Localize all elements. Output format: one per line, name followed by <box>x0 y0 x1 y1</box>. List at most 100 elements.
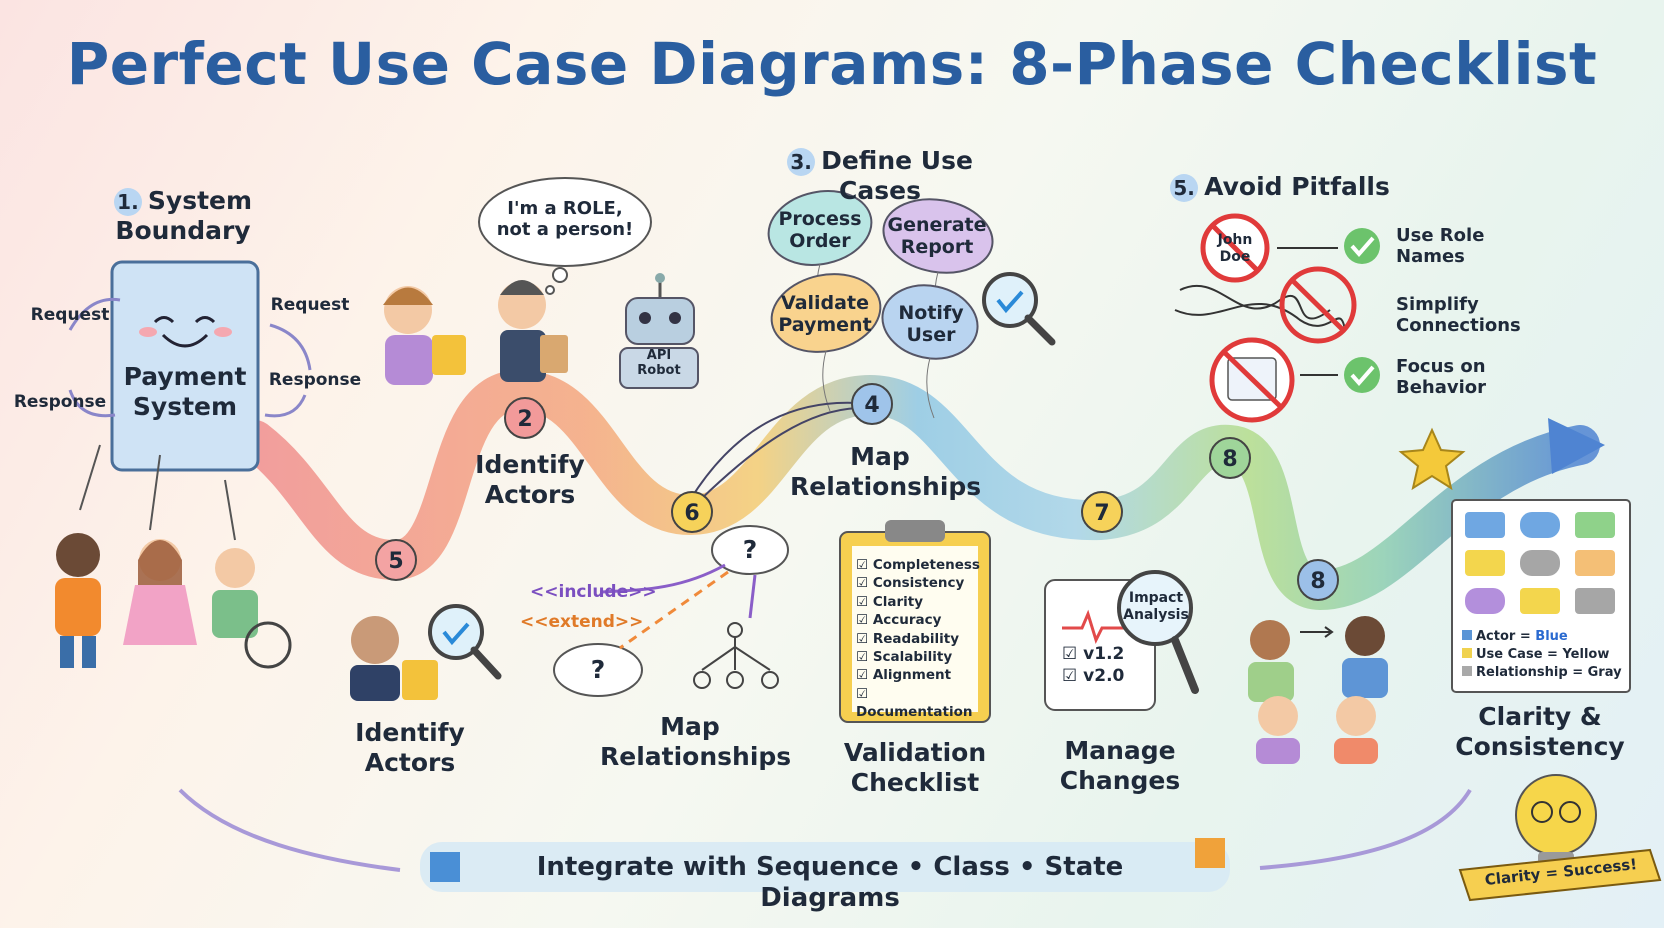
checklist-item: ☑ Readability <box>856 630 960 647</box>
validation-checklist-items: ☑ Completeness ☑ Consistency ☑ Clarity ☑… <box>856 556 980 722</box>
left-request-label: Request <box>30 305 110 325</box>
road-arrowhead <box>1548 418 1605 474</box>
balloon-string <box>822 350 831 412</box>
include-label: <<include>> <box>530 582 657 602</box>
legend-item-actor: Actor = Blue <box>1462 628 1628 646</box>
checklist-item: ☑ Accuracy <box>856 612 942 629</box>
magnifier-icon <box>982 272 1056 346</box>
phase5-number-badge: 5. <box>1170 174 1199 202</box>
phase1-number-badge: 1. <box>113 188 142 216</box>
path-node-number: 8 <box>1222 447 1237 472</box>
role-bubble-text: I'm a ROLE,not a person! <box>496 198 634 241</box>
path-node-number: 4 <box>864 393 879 418</box>
integrate-arrow-left <box>178 788 401 872</box>
legend-items: Actor = Blue Use Case = Yellow Relations… <box>1462 628 1628 682</box>
use-case-balloon <box>770 273 882 353</box>
right-request-label: Request <box>270 295 350 315</box>
path-node-number: 2 <box>517 407 532 432</box>
validation-clipboard <box>839 520 991 723</box>
smile-mouth <box>161 333 209 348</box>
question-mark-top: ? <box>742 535 758 564</box>
checklist-item: ☑ Consistency <box>856 575 965 592</box>
version-v1: ☑ v1.2 <box>1062 644 1125 664</box>
smile-eyes <box>153 316 216 324</box>
path-node-number: 6 <box>684 501 699 526</box>
lightbulb-icon <box>1458 774 1662 902</box>
legend-item-relationship: Relationship = Gray <box>1462 664 1628 682</box>
path-number-nodes: 2 5 6 4 7 8 8 <box>375 383 1339 601</box>
path-node-circle <box>1297 559 1339 601</box>
path-node-number: 8 <box>1310 569 1325 594</box>
checklist-item: ☑ Scalability <box>856 649 953 666</box>
balloon-string <box>926 357 935 419</box>
payment-system-box <box>110 260 260 472</box>
actor-group-top <box>383 280 568 385</box>
path-node-number: 5 <box>388 549 403 574</box>
use-case-balloon <box>767 190 873 266</box>
integrate-arrow-right <box>1259 788 1472 870</box>
phase5-label: 5.Avoid Pitfalls <box>1170 172 1390 202</box>
actor-group-left <box>55 533 292 669</box>
path-node-circle <box>375 539 417 581</box>
clarity-consistency-label: Clarity &Consistency <box>1455 702 1625 761</box>
left-response-label: Response <box>13 392 107 412</box>
relationship-arrows <box>689 401 859 511</box>
puzzle-icon-left <box>430 852 460 882</box>
star-icon <box>1398 427 1466 491</box>
right-request-arrow <box>269 323 312 371</box>
relationship-diagram <box>553 525 789 697</box>
checklist-item: ☑ Documentation <box>856 685 973 721</box>
checklist-item: ☑ Clarity <box>856 593 923 610</box>
use-case-balloon <box>881 284 979 360</box>
phase3-number-badge: 3. <box>787 148 816 176</box>
phase3-label: 3.Define Use Cases <box>750 146 1010 206</box>
path-node-circle <box>671 491 713 533</box>
use-case-balloon <box>882 198 994 274</box>
actor-arrows <box>79 444 236 541</box>
extend-label: <<extend>> <box>520 612 644 632</box>
integrate-banner <box>420 842 1230 892</box>
path-node-circle <box>1081 491 1123 533</box>
checklist-item: ☑ Completeness <box>856 557 980 573</box>
right-response-arrow <box>264 394 307 418</box>
integrate-banner-text: Integrate with Sequence • Class • State … <box>536 852 1124 913</box>
path-node-circle <box>851 383 893 425</box>
team-people <box>1248 616 1388 764</box>
puzzle-icon-right <box>1195 838 1225 868</box>
page-title: Perfect Use Case Diagrams: 8-Phase Check… <box>66 30 1598 98</box>
question-mark-bottom: ? <box>590 655 606 684</box>
role-thought-bubble <box>478 177 652 267</box>
left-request-arrow <box>68 297 121 331</box>
use-case-balloons <box>767 190 994 419</box>
clarity-legend-card <box>1451 499 1631 693</box>
version-v2: ☑ v2.0 <box>1062 666 1125 686</box>
robot-icon <box>619 273 699 389</box>
changes-scroll <box>1044 570 1199 711</box>
path-node-circle <box>1209 437 1251 479</box>
checklist-item: ☑ Alignment <box>856 667 952 684</box>
left-response-arrow <box>68 389 116 418</box>
path-node-circle <box>504 397 546 439</box>
right-response-label: Response <box>268 370 362 390</box>
path-node-number: 7 <box>1094 501 1109 526</box>
identify-actors-figure <box>350 604 502 701</box>
pitfall-icons <box>1174 213 1380 423</box>
